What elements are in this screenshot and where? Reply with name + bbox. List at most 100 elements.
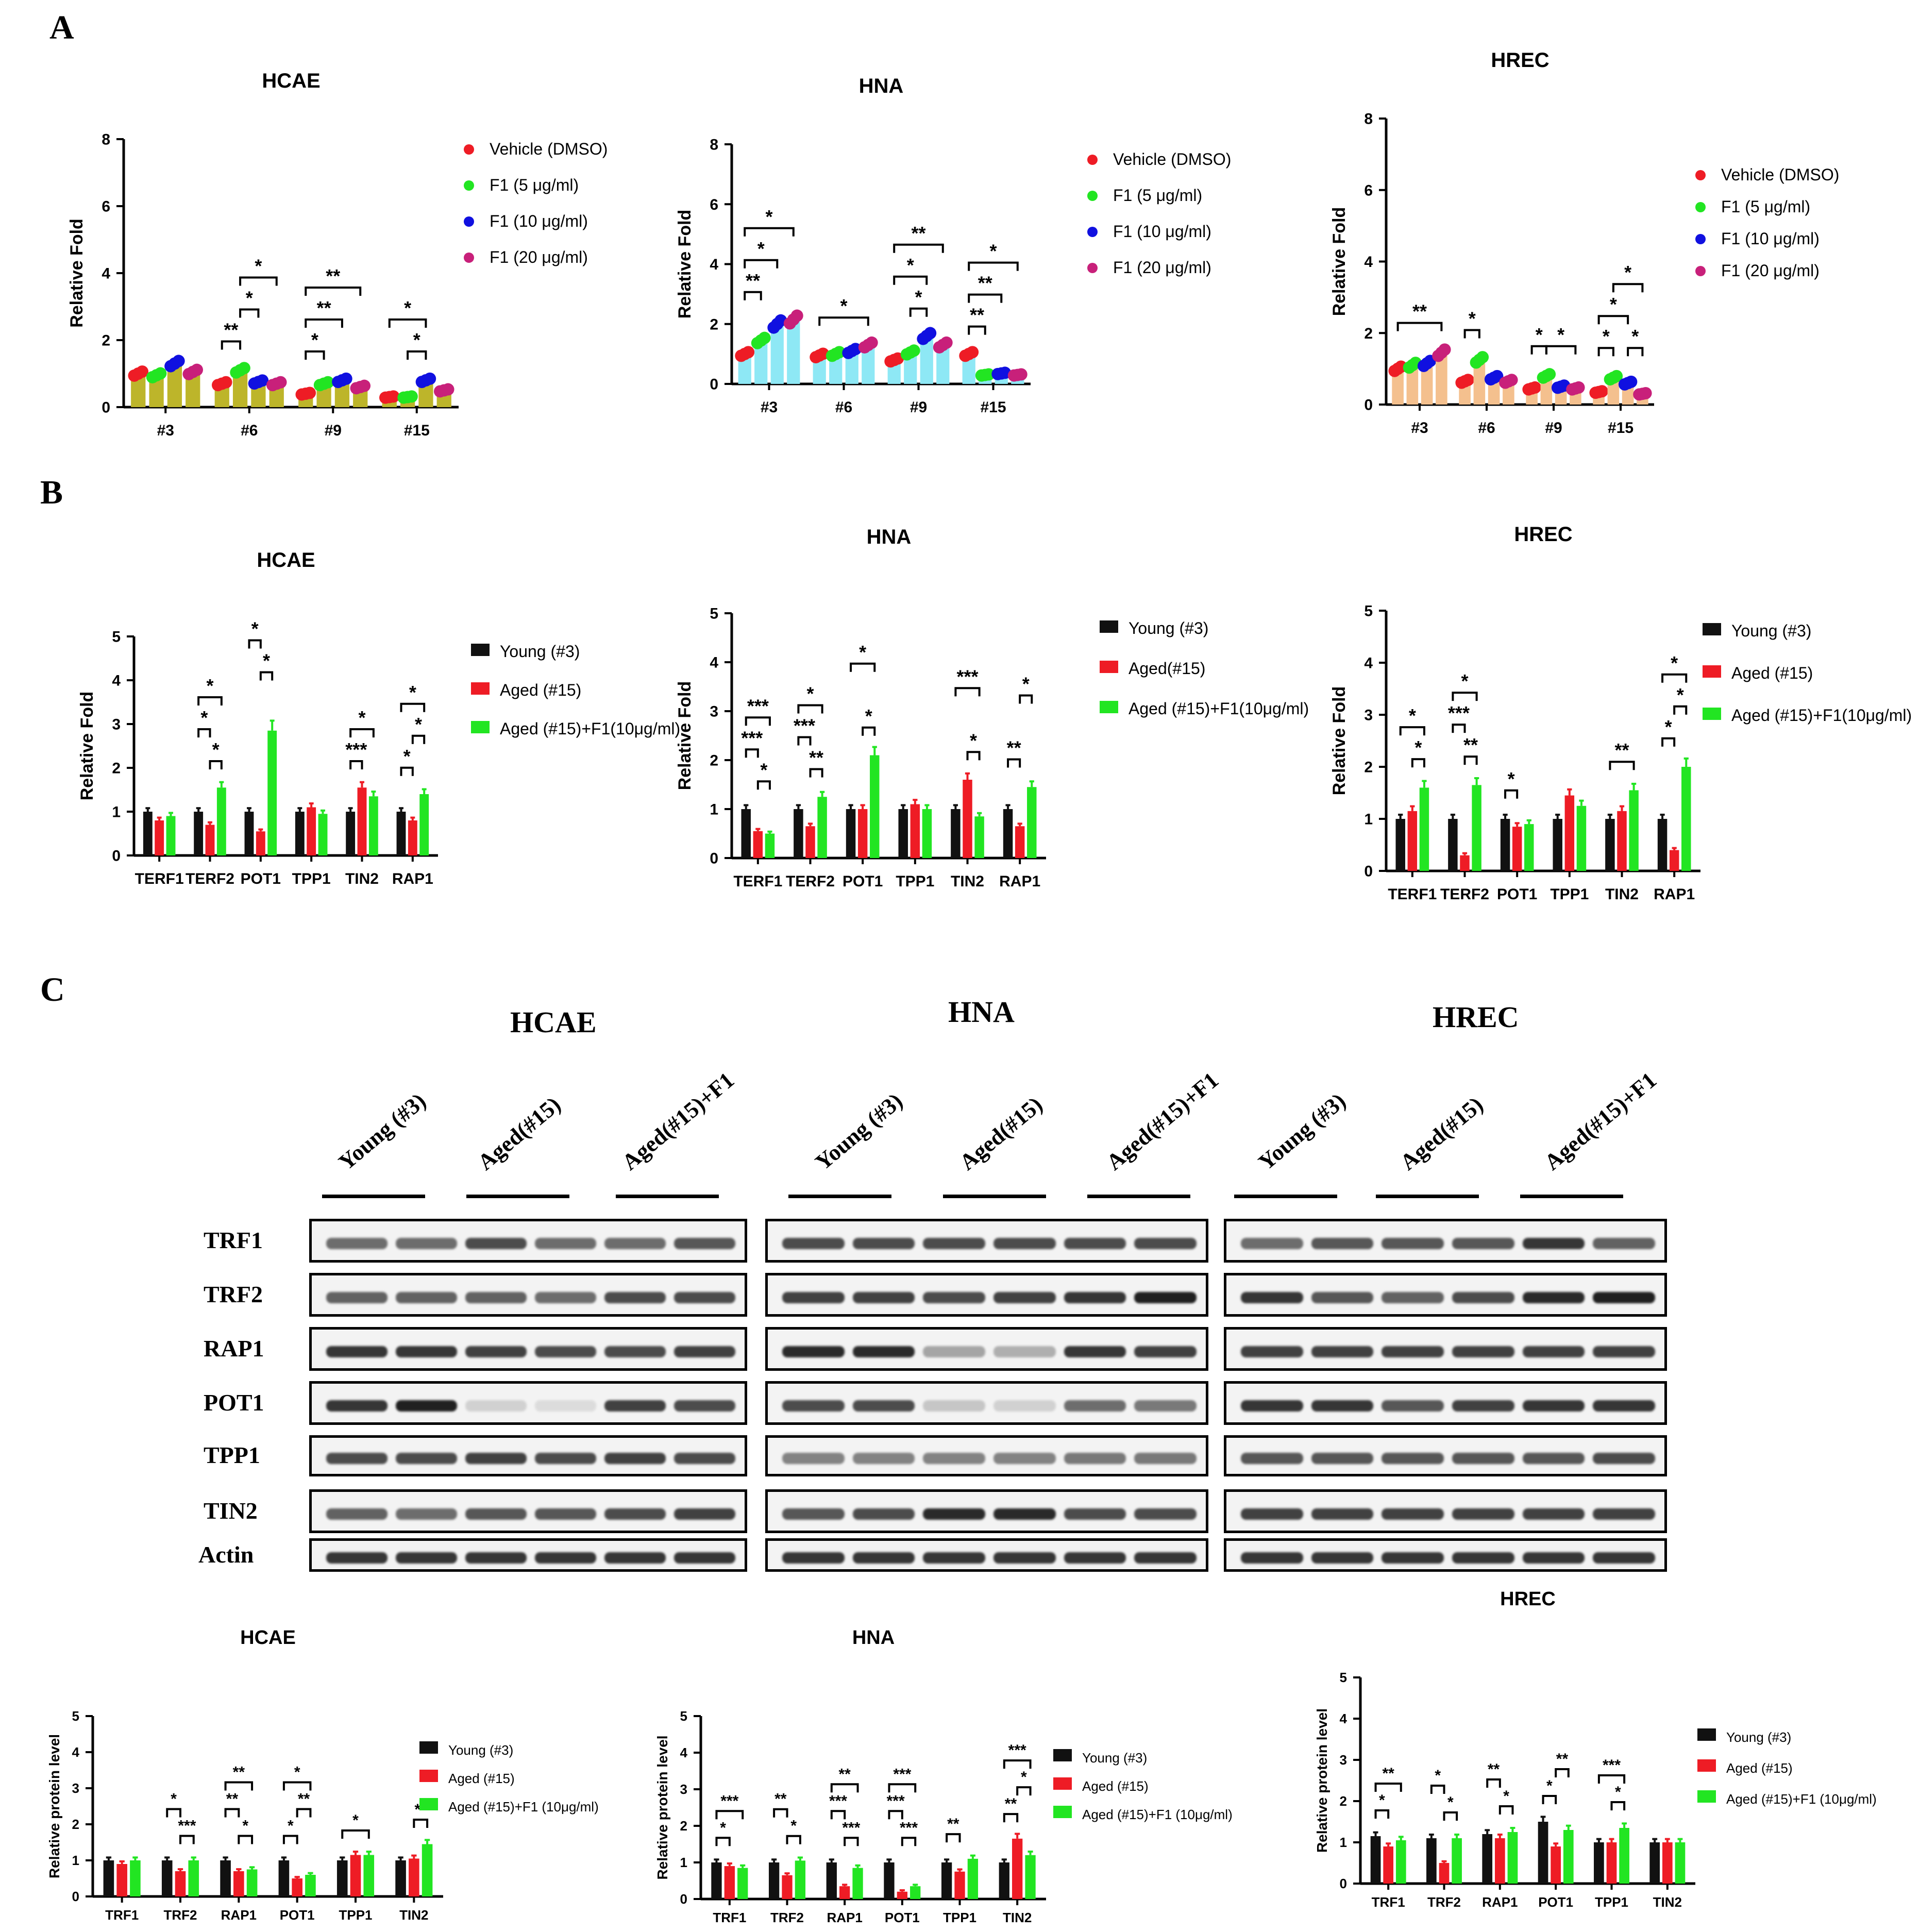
bar <box>1003 809 1013 858</box>
legend-marker <box>1703 623 1721 635</box>
x-tick-label: TPP1 <box>339 1907 372 1923</box>
blot-band <box>1134 1400 1197 1412</box>
bar <box>963 780 972 858</box>
x-tick-label: POT1 <box>241 870 281 887</box>
legend-marker <box>1100 620 1118 633</box>
blot-strip <box>1224 1489 1667 1533</box>
bar <box>1436 352 1447 405</box>
significance-bracket <box>830 1810 846 1820</box>
significance-bracket <box>954 687 981 697</box>
blot-band <box>1241 1508 1303 1520</box>
significance-bracket <box>1452 724 1466 733</box>
bar <box>155 820 164 855</box>
significance-bracket <box>1661 673 1688 683</box>
y-axis-label: Relative Fold <box>1329 207 1349 316</box>
y-tick-label: 0 <box>710 850 718 867</box>
significance-label: *** <box>956 666 978 687</box>
blot-band <box>674 1400 735 1412</box>
y-axis-label: Relative Fold <box>675 681 695 791</box>
significance-label: ** <box>1556 1751 1569 1768</box>
legend-marker <box>1087 227 1098 237</box>
significance-label: ** <box>809 747 823 768</box>
significance-bracket <box>209 760 223 769</box>
blot-strip <box>309 1327 747 1371</box>
blot-strip <box>765 1273 1208 1317</box>
bar <box>363 1855 375 1896</box>
significance-bracket <box>1498 1805 1514 1815</box>
data-point <box>424 372 436 385</box>
significance-label: * <box>200 707 208 728</box>
blot-lane-label: Aged(#15) <box>1395 1091 1488 1175</box>
bar <box>161 1860 173 1896</box>
blot-strip <box>765 1489 1208 1533</box>
bar <box>103 1860 114 1896</box>
significance-bracket <box>901 1837 917 1846</box>
bar <box>408 820 417 855</box>
blot-strip <box>1224 1381 1667 1425</box>
bar <box>305 1875 316 1896</box>
legend-label: F1 (20 μg/ml) <box>1721 261 1820 280</box>
blot-protein-label: TRF2 <box>204 1281 263 1307</box>
legend-marker <box>1053 1806 1072 1818</box>
bar <box>787 320 800 384</box>
data-point <box>154 367 167 380</box>
y-tick-label: 3 <box>112 716 121 733</box>
significance-bracket <box>1597 315 1629 325</box>
significance-bracket <box>179 1835 195 1844</box>
blot-band <box>1382 1291 1444 1303</box>
blot-strip <box>1224 1435 1667 1476</box>
significance-label: * <box>757 238 765 259</box>
bar <box>954 1871 965 1899</box>
blot-strip <box>309 1219 747 1263</box>
data-point <box>172 355 185 367</box>
bar <box>1395 819 1405 871</box>
blot-band <box>396 1291 457 1303</box>
bar <box>1629 790 1639 871</box>
x-tick-label: #9 <box>910 399 927 416</box>
significance-label: * <box>1610 294 1617 315</box>
significance-label: * <box>1503 1788 1509 1805</box>
data-point <box>256 374 269 387</box>
bar <box>898 809 908 858</box>
blot-band <box>1311 1291 1374 1303</box>
significance-bracket <box>224 1781 254 1791</box>
significance-label: * <box>311 329 318 350</box>
blot-band <box>326 1400 388 1412</box>
blot-strip <box>309 1435 747 1476</box>
significance-label: * <box>1615 1784 1621 1801</box>
blot-band <box>923 1453 985 1464</box>
blot-band <box>604 1237 666 1249</box>
y-tick-label: 2 <box>710 316 718 333</box>
data-point <box>387 390 400 403</box>
x-tick-label: RAP1 <box>221 1907 257 1923</box>
x-tick-label: TERF2 <box>186 870 234 887</box>
x-tick-label: TRF1 <box>713 1910 746 1925</box>
significance-label: * <box>720 1819 726 1836</box>
legend-label: Young (#3) <box>448 1742 513 1758</box>
significance-label: * <box>1677 684 1684 705</box>
blot-band <box>465 1453 527 1464</box>
bar <box>396 812 406 855</box>
legend-marker <box>1087 155 1098 165</box>
significance-bracket <box>305 350 325 360</box>
x-tick-label: TERF1 <box>1388 886 1437 903</box>
data-point <box>322 376 334 389</box>
bar <box>768 1862 780 1899</box>
blot-band <box>993 1346 1056 1357</box>
blot-band <box>1593 1346 1655 1357</box>
significance-label: ** <box>1382 1765 1394 1782</box>
data-point <box>1505 374 1518 387</box>
legend-label: Aged (#15)+F1 (10μg/ml) <box>448 1799 599 1815</box>
blot-band <box>604 1291 666 1303</box>
bar <box>1662 1842 1673 1884</box>
significance-bracket <box>797 736 812 746</box>
blot-band <box>465 1552 527 1564</box>
bar <box>267 730 277 855</box>
bar <box>246 1869 258 1896</box>
legend-label: Young (#3) <box>1082 1750 1147 1766</box>
bar <box>1576 805 1587 871</box>
blot-band <box>1134 1291 1197 1303</box>
significance-bracket <box>773 1808 788 1818</box>
